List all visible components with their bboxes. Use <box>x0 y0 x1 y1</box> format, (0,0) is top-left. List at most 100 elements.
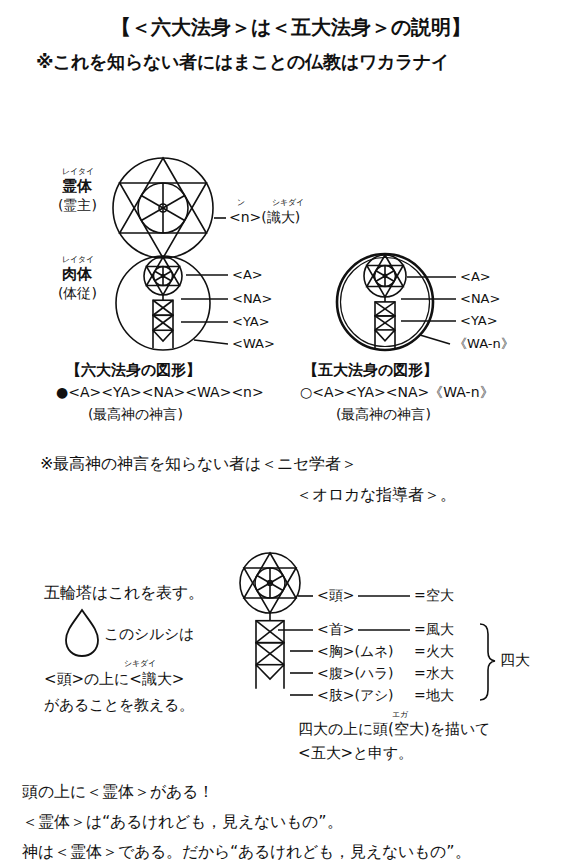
legs <box>256 665 284 689</box>
element-label: =地大 <box>414 688 454 703</box>
figure-caption: 【五大法身の図形】 <box>303 362 438 379</box>
leader-line <box>290 650 313 652</box>
figure-note: (最高神の神言) <box>88 407 183 422</box>
hexagram-triangle <box>244 553 296 598</box>
figure-note: (最高神の神言) <box>336 407 431 422</box>
body-circle <box>116 256 210 350</box>
hexagram-triangle <box>120 183 207 258</box>
ruby: レイタイ <box>62 256 94 265</box>
hexagram-triangle <box>147 257 180 286</box>
body-figure <box>153 295 173 348</box>
note-text: ＜オロカな指導者＞。 <box>296 486 456 504</box>
outer-ring <box>337 254 433 350</box>
torso-cross <box>375 316 395 330</box>
note-text: <五大>と申す。 <box>298 745 413 762</box>
torso-box <box>153 300 173 315</box>
wheel-hub <box>159 204 167 212</box>
torso-cross <box>375 302 395 316</box>
side-label: 肉体 <box>62 266 92 283</box>
leader-line <box>298 595 313 597</box>
leader-line <box>194 340 228 344</box>
hexagram-triangle <box>244 568 296 613</box>
leader-line <box>181 321 228 323</box>
note-text: ※最高神の神言を知らない者は＜ニセ学者＞ <box>40 455 357 473</box>
note-text: 四大の上に頭(空大)を描いて <box>298 721 490 738</box>
note-text: <頭>の上に<識大> <box>44 671 184 688</box>
closing-text: 頭の上に＜霊体＞がある！ <box>22 783 214 801</box>
bracket-label: 四大 <box>500 652 530 669</box>
element-label: =風大 <box>414 622 454 637</box>
element-label: =水大 <box>414 666 454 681</box>
ruby: ン <box>237 199 245 208</box>
part-label: <肢>(アシ) <box>317 688 393 703</box>
torso-cross <box>153 300 173 315</box>
wheel-circle <box>255 568 285 598</box>
part-label: 《WA-n》 <box>454 337 514 351</box>
hexagram-triangle <box>367 255 403 287</box>
emblem-circle <box>364 255 406 297</box>
wheel-hub <box>268 581 273 586</box>
leader-line <box>407 276 456 278</box>
emblem-circle <box>240 553 300 613</box>
ruby: エガ <box>392 711 408 720</box>
closing-text: 神は＜霊体＞である。だから“あるけれども，見えないもの”。 <box>22 843 471 861</box>
hexagram-wheel <box>240 553 300 613</box>
leader-line <box>181 298 228 300</box>
element-label: =空大 <box>414 588 454 603</box>
hexagram-wheel <box>144 257 182 295</box>
hexagram-triangle <box>120 158 207 233</box>
figure-formula: ○<A><YA><NA>《WA-n》 <box>300 385 494 400</box>
leader-line <box>358 595 410 597</box>
leader-line <box>401 298 456 300</box>
closing-text: ＜霊体＞は“あるけれども，見えないもの”。 <box>22 813 343 831</box>
page-title: 【＜六大法身＞は＜五大法身＞の説明】 <box>0 16 581 38</box>
legs <box>153 330 173 348</box>
figure-group <box>66 158 495 700</box>
ruby: シキダイ <box>272 199 304 208</box>
hexagram-triangle <box>367 266 403 298</box>
ruby: シキダイ <box>124 660 156 669</box>
wheel-hub <box>161 274 164 277</box>
body-figure <box>375 297 395 348</box>
torso-cross <box>256 621 284 643</box>
torso-box <box>375 302 395 316</box>
part-label: <胸>(ムネ) <box>317 644 393 659</box>
part-label: <首> <box>317 622 354 637</box>
figure-caption: 【六大法身の図形】 <box>66 362 201 379</box>
emblem-circle <box>144 257 182 295</box>
part-label: <YA> <box>232 315 270 329</box>
part-label: <n>(識大) <box>229 210 300 225</box>
part-label: <A> <box>460 270 491 284</box>
wheel-circle <box>154 267 173 286</box>
part-label: <YA> <box>460 314 498 328</box>
side-label: 霊体 <box>62 178 92 195</box>
leader-line <box>358 629 410 631</box>
torso-cross <box>153 300 173 315</box>
note-text: このシルシは <box>104 626 194 643</box>
spirit-circle <box>113 158 213 258</box>
torso-cross <box>256 643 284 665</box>
wheel-circle <box>138 183 188 233</box>
leader-line <box>420 335 450 344</box>
part-label: <腹>(ハラ) <box>317 666 393 681</box>
hexagram-wheel <box>364 255 406 297</box>
torso-cross <box>375 302 395 316</box>
torso-cross <box>256 643 284 665</box>
subtitle-note: ※これを知らない者にはまことの仏教はワカラナイ <box>36 52 450 72</box>
part-label: <NA> <box>460 292 500 306</box>
inner-ring <box>341 258 430 347</box>
torso-box <box>256 621 284 643</box>
torso-cross <box>153 315 173 330</box>
leader-line <box>401 320 456 322</box>
side-label: (霊主) <box>58 198 97 213</box>
ruby: レイタイ <box>62 168 94 177</box>
torso-cross <box>375 316 395 330</box>
bracket <box>480 624 495 700</box>
note-text: があることを教える。 <box>44 697 194 714</box>
neck <box>269 613 271 621</box>
body-figure <box>256 613 284 689</box>
torso-cross <box>153 315 173 330</box>
part-label: <NA> <box>232 292 272 306</box>
torso-box <box>153 315 173 330</box>
